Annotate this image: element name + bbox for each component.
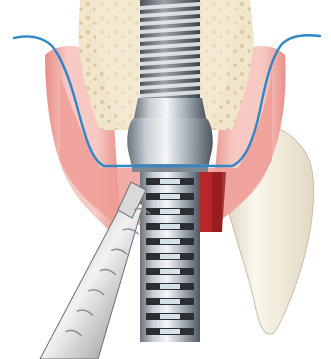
- band-highlight: [160, 239, 180, 244]
- band-highlight: [160, 329, 180, 334]
- band-highlight: [160, 179, 180, 184]
- band-highlight: [160, 269, 180, 274]
- band-highlight: [160, 224, 180, 229]
- band-highlight: [160, 254, 180, 259]
- band-highlight: [160, 209, 180, 214]
- band-highlight: [160, 284, 180, 289]
- band-highlight: [160, 314, 180, 319]
- band-highlight: [160, 299, 180, 304]
- dental-implant-icon: [127, 0, 213, 172]
- implant-shaft: [140, 172, 200, 342]
- band-highlight: [160, 194, 180, 199]
